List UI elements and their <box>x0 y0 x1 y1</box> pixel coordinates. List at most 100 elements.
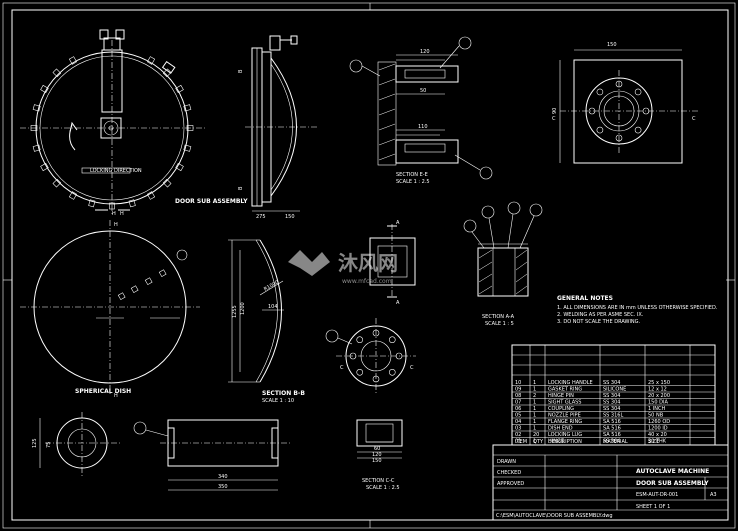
bom-cell: 1 <box>533 387 536 393</box>
title-block <box>492 444 729 521</box>
bom-cell: 1 <box>533 413 536 419</box>
locking-direction-label: LOCKING DIRECTION <box>90 168 142 174</box>
watermark-brand: 沐风网 <box>338 251 398 275</box>
bom-cell: 40 x 20 <box>648 432 667 438</box>
svg-text:C: C <box>692 116 696 122</box>
svg-text:C: C <box>552 116 556 122</box>
bom-cell: 12 x 12 <box>648 387 667 393</box>
bom-cell: SA 516 <box>603 419 621 425</box>
tb-dwg-no: ESM-AUT-DR-001 <box>636 492 678 498</box>
bolt-hole <box>634 88 642 96</box>
bom-cell: SS 304 <box>603 393 620 399</box>
locking-lug <box>30 125 38 131</box>
bom-cell: FLANGE RING <box>548 419 582 425</box>
bom-cell: DISH END <box>548 426 573 432</box>
locking-lug <box>183 104 192 112</box>
bom-cell: 02 <box>515 432 521 438</box>
bom-cell: SA 516 <box>603 432 621 438</box>
bom-cell: SIGHT GLASS <box>548 400 581 406</box>
bom-cell: 20 x 200 <box>648 393 670 399</box>
svg-text:B: B <box>238 186 244 190</box>
marker-h-dish-top: H <box>114 222 118 228</box>
locking-lug <box>162 68 172 78</box>
svg-text:340: 340 <box>218 474 228 480</box>
svg-text:A: A <box>396 220 400 226</box>
svg-text:120: 120 <box>372 452 382 458</box>
section-bb-title: SECTION B-B <box>262 390 305 397</box>
coupling-side-view: 340 350 <box>133 419 290 491</box>
svg-text:1200: 1200 <box>240 302 246 315</box>
locking-lug <box>128 199 136 208</box>
locking-lug <box>88 199 96 208</box>
bom-cell: HINGE <box>548 439 564 445</box>
svg-text:90: 90 <box>552 108 558 114</box>
section-bb-dish: 1255 1200 R1000 104 <box>228 239 284 383</box>
bolt-hole <box>588 107 596 115</box>
locking-lug <box>146 56 156 65</box>
locking-lug <box>175 162 184 172</box>
bolt-hole <box>356 336 364 344</box>
bom-cell: GASKET RING <box>548 387 582 393</box>
notes-line-3: 3. DO NOT SCALE THE DRAWING. <box>557 319 641 325</box>
section-cc-pipe: 60 120 150 <box>356 419 403 464</box>
bom-cell: NOZZLE PIPE <box>548 413 581 419</box>
svg-text:A: A <box>396 300 400 306</box>
locking-lug <box>32 144 41 152</box>
locking-lug <box>32 104 41 112</box>
locking-lug <box>183 144 192 152</box>
bom-cell: LOCKING LUG <box>548 432 582 438</box>
bolt-hole <box>395 352 403 360</box>
bom-cell: 06 <box>515 406 521 412</box>
svg-text:104: 104 <box>268 304 278 310</box>
section-ee-bracket: 120 50 110 <box>349 36 493 180</box>
bolt-hole <box>372 375 380 383</box>
svg-text:125: 125 <box>32 438 38 448</box>
bom-cell: 1 <box>533 406 536 412</box>
bom-cell: 10 <box>515 380 521 386</box>
tb-project: AUTOCLAVE MACHINE <box>636 468 709 475</box>
bolt-hole <box>615 134 623 142</box>
svg-text:1255: 1255 <box>232 305 238 318</box>
bom-cell: 25 x 150 <box>648 380 670 386</box>
locking-lug <box>52 178 62 188</box>
bolt-hole <box>596 88 604 96</box>
marker-h-dish-bottom: H <box>114 393 118 399</box>
door-side-view: 275 150 B B <box>238 35 318 220</box>
tb-sheet-size: A3 <box>710 492 717 498</box>
bom-cell: 1 <box>533 380 536 386</box>
bolt-hole <box>642 107 650 115</box>
bolt-hole <box>388 336 396 344</box>
section-bb-scale: SCALE 1 : 10 <box>262 398 294 404</box>
bolt-hole <box>349 352 357 360</box>
locking-lug <box>68 56 78 65</box>
section-ee-title: SECTION E-E <box>396 172 428 178</box>
bom-cell: 1 <box>533 400 536 406</box>
locking-lug <box>146 191 156 200</box>
bom-cell: SS 304 <box>603 406 620 412</box>
bom-cell: SS 304 <box>603 439 620 445</box>
section-aa-small: A A <box>369 220 416 306</box>
section-cc-title: SECTION C-C <box>362 478 395 484</box>
tb-drawn: DRAWN <box>497 459 516 465</box>
svg-text:120: 120 <box>420 49 430 55</box>
section-ee-scale: SCALE 1 : 2.5 <box>396 179 430 185</box>
tb-checked: CHECKED <box>497 470 521 476</box>
bom-header: MATERIAL <box>603 439 628 445</box>
svg-text:60: 60 <box>374 446 380 452</box>
bom-cell: 1 <box>533 419 536 425</box>
svg-text:150: 150 <box>285 214 295 220</box>
bolt-hole <box>372 329 380 337</box>
bom-cell: 1 INCH <box>648 406 665 412</box>
bom-cell: 09 <box>515 387 521 393</box>
section-aa-title: SECTION A-A <box>482 314 515 320</box>
spherical-dish-front <box>20 220 200 395</box>
bom-cell: 2 <box>533 393 536 399</box>
bom-cell: SS 316L <box>603 413 623 419</box>
bom-cell: 50 NB <box>648 413 664 419</box>
bom-cell: 30 THK <box>648 439 667 445</box>
bolt-hole <box>596 126 604 134</box>
door-front-view <box>20 29 205 215</box>
bom-cell: 1260 OD <box>648 419 670 425</box>
